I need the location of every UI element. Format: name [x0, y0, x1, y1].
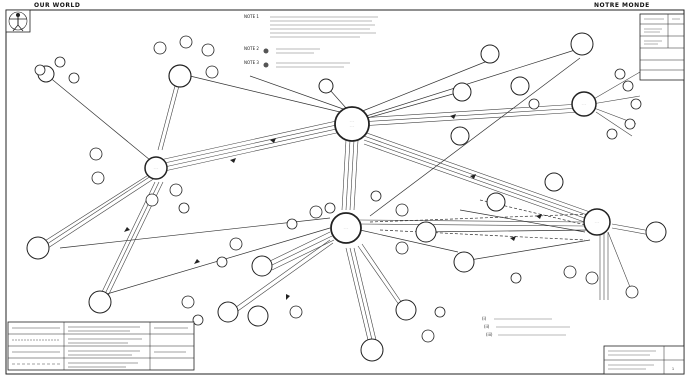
- legend-box: [7, 321, 195, 371]
- node-mid-right-2: [453, 251, 475, 273]
- node-mid-right-3: [486, 192, 506, 212]
- node-top-left-cluster: [168, 64, 192, 88]
- node-top-mid: [480, 44, 500, 64]
- node-hub-right: · · ·: [571, 91, 597, 117]
- svg-text:· · ·: · · ·: [350, 124, 355, 128]
- node-top-mid-3: [450, 126, 470, 146]
- arrow-markers: [124, 114, 542, 300]
- node-bottom-center-2: [395, 299, 417, 321]
- svg-text:· · ·: · · ·: [582, 102, 587, 106]
- note-marker-3: NOTE 3: [244, 60, 259, 65]
- note-marker-1: NOTE 1: [244, 14, 259, 19]
- node-top-center-small: [318, 78, 334, 94]
- dashed-edges: [369, 199, 591, 241]
- bottom-note-1: (i): [482, 316, 487, 321]
- node-lower-left-2: [217, 301, 239, 323]
- bottom-note-3: (iii): [486, 332, 493, 337]
- node-lower-left-3: [247, 305, 269, 327]
- header-right-title: NOTRE MONDE: [594, 2, 650, 9]
- vitruvian-logo-icon: [5, 9, 31, 33]
- note-symbol-2: [263, 62, 269, 68]
- node-hub-lower-right: · · ·: [583, 208, 611, 236]
- node-right-low: [645, 221, 667, 243]
- node-bottom-center: [360, 338, 384, 362]
- edge-bundles: [39, 71, 657, 341]
- top-notes: NOTE 1 NOTE 2 NOTE 3: [244, 14, 378, 68]
- title-block: 1: [603, 345, 685, 375]
- node-top-mid-4: [510, 76, 530, 96]
- note-symbol-1: [263, 48, 269, 54]
- node-center-lower-left: [251, 255, 273, 277]
- node-mid-right-1: [415, 221, 437, 243]
- node-top-mid-2: [452, 82, 472, 102]
- svg-text:· · ·: · · ·: [595, 220, 600, 224]
- bottom-note-2: (ii): [484, 324, 490, 329]
- single-edges: [47, 49, 591, 297]
- node-hub-top-center: · · ·· · ·: [334, 106, 370, 142]
- node-mid-right-4: [544, 172, 564, 192]
- header-left-title: OUR WORLD: [34, 2, 81, 9]
- node-top-right-circle: [570, 32, 594, 56]
- sheet-number: 1: [672, 367, 674, 371]
- node-hub-center: · · ·: [330, 212, 362, 244]
- note-marker-2: NOTE 2: [244, 46, 259, 51]
- svg-text:· · ·: · · ·: [154, 166, 159, 170]
- node-hub-left: · · ·: [144, 156, 168, 180]
- bottom-right-notes: (i) (ii) (iii): [482, 316, 570, 337]
- node-lower-left: [88, 290, 112, 314]
- revision-table: [639, 13, 685, 81]
- sheet-border: [5, 9, 685, 375]
- svg-text:· · ·: · · ·: [344, 226, 349, 230]
- svg-text:· · ·: · · ·: [350, 119, 355, 123]
- nodes: · · ·· · · · · · · · · · · · · · ·: [26, 32, 667, 362]
- satellite-nodes: [34, 35, 642, 343]
- node-far-left: [26, 236, 50, 260]
